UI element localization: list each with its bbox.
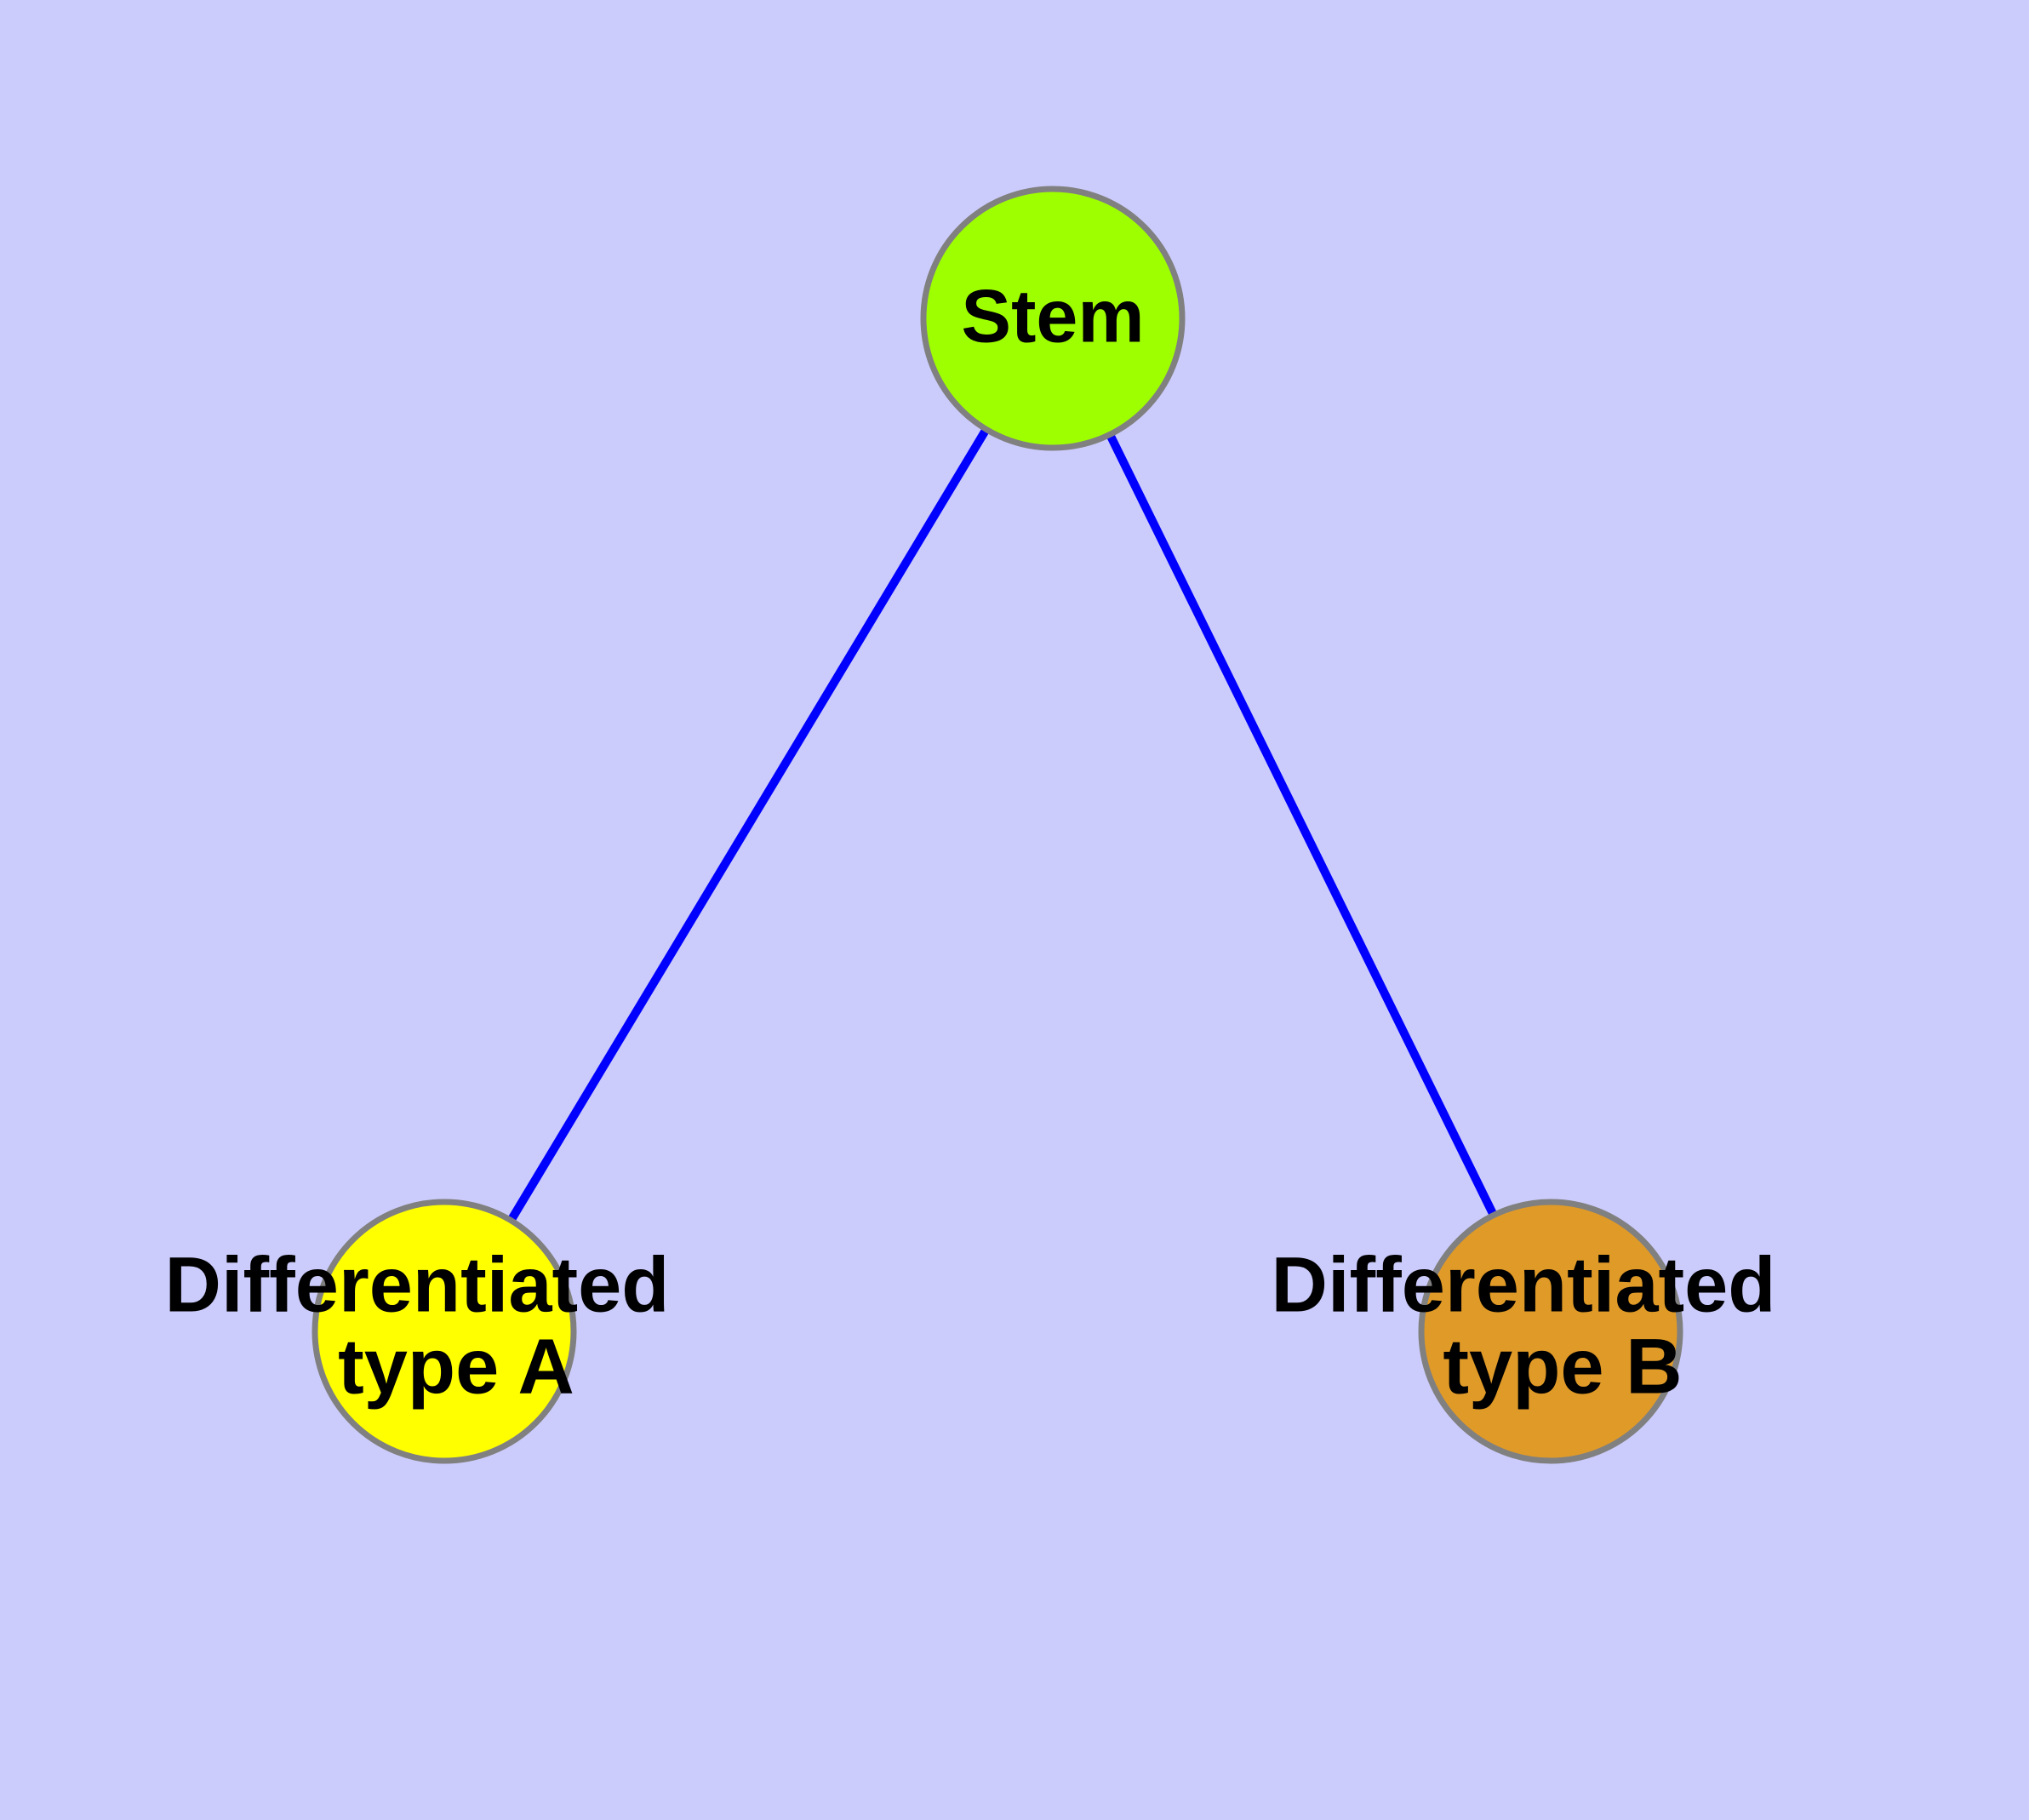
node-differentiated-type-a[interactable]	[311, 1199, 577, 1464]
node-differentiated-type-b-label-line-2: type B	[1443, 1323, 1682, 1410]
edges-layer	[440, 316, 1555, 1334]
edge-stem-to-differentiated-type-a	[440, 316, 1057, 1334]
nodes-layer	[311, 186, 1683, 1464]
node-differentiated-type-a-circle[interactable]	[311, 1199, 577, 1464]
node-differentiated-type-b-circle[interactable]	[1418, 1199, 1683, 1464]
edge-stem-to-differentiated-type-b	[1049, 316, 1555, 1334]
node-stem[interactable]	[920, 186, 1186, 451]
node-differentiated-type-b[interactable]	[1418, 1199, 1683, 1464]
node-stem-circle[interactable]	[920, 186, 1186, 451]
node-stem-label: Stem	[961, 273, 1144, 358]
node-differentiated-type-a-label-line-2: type A	[338, 1323, 574, 1410]
node-labels-layer: Stem Differentiated type A Differentiate…	[165, 273, 1776, 1410]
node-differentiated-type-a-label-line-1: Differentiated	[165, 1241, 670, 1328]
node-differentiated-type-b-label-line-1: Differentiated	[1272, 1241, 1776, 1328]
